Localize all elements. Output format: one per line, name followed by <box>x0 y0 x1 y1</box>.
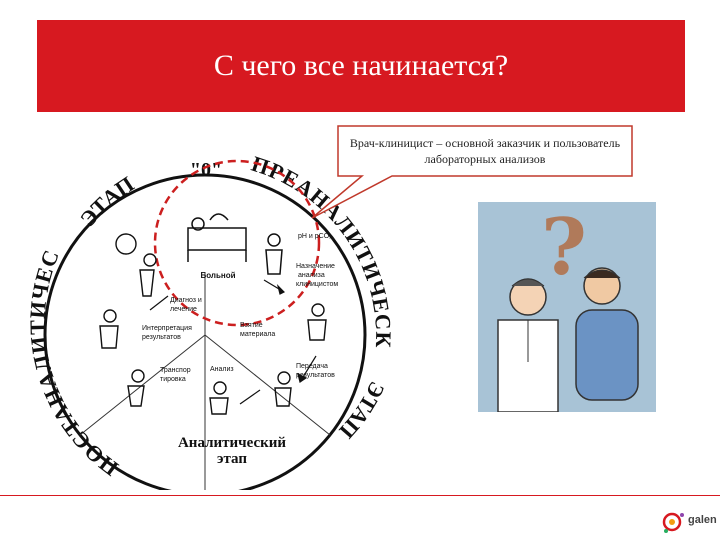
highlight-dashed-circle <box>153 159 321 327</box>
label-analysis: Анализ <box>210 366 234 373</box>
label-diagnosis-2: лечение <box>170 306 197 313</box>
cycle-figures-sketch <box>99 233 327 415</box>
label-delivery-1: Передача <box>296 363 328 370</box>
doctor-figure <box>497 278 559 412</box>
analytic-stage-label-line1: Аналитический <box>178 435 286 451</box>
analytic-stage-label-line2: этап <box>217 451 247 467</box>
label-referral-2: анализа <box>298 272 325 279</box>
footer-divider <box>0 495 720 496</box>
divider-left <box>79 334 206 436</box>
divider-right <box>204 334 331 436</box>
label-referral-1: Назначение <box>296 263 335 270</box>
callout-shape <box>311 125 633 219</box>
label-transfer-1: Транспор <box>160 367 191 374</box>
doctor-patient-illustration: ? <box>478 202 656 412</box>
label-sampling-1: Взятие <box>240 322 263 329</box>
clinician-sketch <box>265 233 283 275</box>
label-interpretation-1: Интерпретация <box>142 325 192 332</box>
label-diagnosis-1: Диагноз и <box>170 297 202 304</box>
patient-bed-illustration <box>187 213 247 262</box>
question-mark-icon: ? <box>541 202 587 293</box>
stage-zero-label: "0" <box>190 159 222 181</box>
callout-text: Врач-клиницист – основной заказчик и пол… <box>349 136 621 166</box>
title-banner: С чего все начинается? <box>37 20 685 112</box>
slide-title: С чего все начинается? <box>213 49 509 82</box>
label-referral-3: клиницистом <box>296 281 338 288</box>
label-delivery-2: результатов <box>296 372 335 379</box>
logo-text: galen <box>688 514 717 526</box>
label-sampling-2: материала <box>240 331 275 338</box>
label-gas: pH и pCO₂ <box>298 233 332 240</box>
label-patient: Больной <box>200 271 235 280</box>
lab-cycle-diagram: ЭТАП ПРЕАНАЛИТИЧЕСКИЙ ЭТАП ПОСТАНАЛИТИЧЕ… <box>0 120 395 490</box>
patient-figure <box>575 267 639 401</box>
label-transfer-2: тировка <box>160 376 186 383</box>
cycle-circle <box>43 173 367 490</box>
galen-logo <box>662 512 684 533</box>
label-interpretation-2: результатов <box>142 334 181 341</box>
cycle-arrows <box>149 279 317 405</box>
